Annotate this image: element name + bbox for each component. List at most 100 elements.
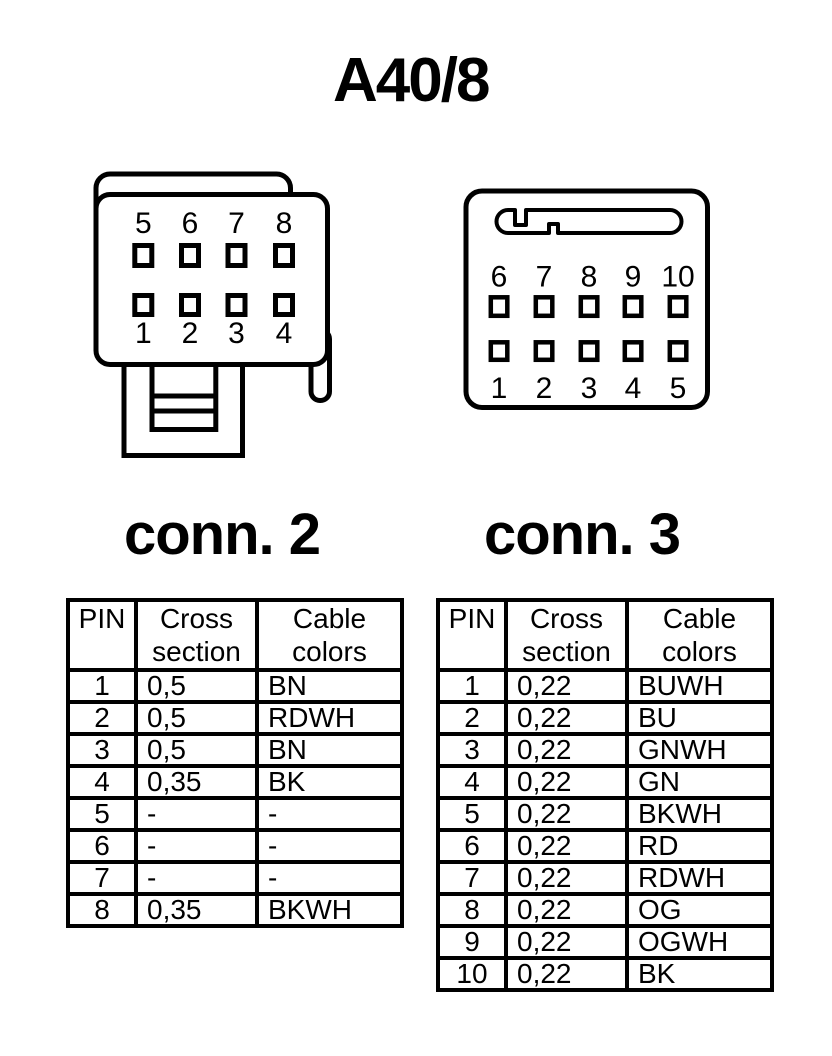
cross-section-cell: 0,22	[504, 796, 629, 832]
pin-square	[533, 295, 555, 319]
connector-3-label: conn. 3	[483, 502, 681, 567]
pin-number: 4	[276, 317, 293, 350]
table-row: 9 0,22 OGWH	[436, 924, 774, 960]
conn3-pinout-table: PIN Cross section Cable colors 1 0,22 BU…	[436, 598, 774, 992]
pin-cell: 2	[436, 700, 508, 736]
table-header-row: PIN Cross section Cable colors	[436, 598, 774, 672]
table-row: 1 0,22 BUWH	[436, 668, 774, 704]
column-header-cross-section: Cross section	[504, 598, 629, 672]
pin-square	[225, 243, 248, 268]
cable-color-cell: BUWH	[625, 668, 774, 704]
column-header-cable-colors: Cable colors	[255, 598, 404, 672]
pin-cell: 4	[66, 764, 138, 800]
cable-color-cell: -	[255, 828, 404, 864]
pin-square	[132, 293, 155, 317]
cable-color-cell: BKWH	[255, 892, 404, 928]
pin-number: 8	[581, 261, 598, 294]
pin-square	[578, 340, 600, 363]
pin-number: 4	[625, 372, 642, 405]
pin-square	[273, 293, 295, 317]
pin-number: 2	[536, 372, 553, 405]
table-row: 4 0,22 GN	[436, 764, 774, 800]
pin-number: 5	[670, 372, 687, 405]
pin-square	[667, 340, 689, 363]
pin-square	[488, 295, 510, 319]
cross-section-cell: 0,35	[134, 892, 259, 928]
cross-section-cell: 0,5	[134, 668, 259, 704]
pin-square	[179, 243, 201, 268]
table-row: 7 0,22 RDWH	[436, 860, 774, 896]
cross-section-cell: 0,22	[504, 956, 629, 992]
pin-cell: 5	[66, 796, 138, 832]
pin-cell: 2	[66, 700, 138, 736]
pin-number: 10	[661, 261, 694, 294]
cross-section-cell: 0,22	[504, 924, 629, 960]
pin-cell: 8	[66, 892, 138, 928]
column-header-cross-section: Cross section	[134, 598, 259, 672]
column-header-pin: PIN	[66, 598, 138, 672]
table-row: 10 0,22 BK	[436, 956, 774, 992]
cable-color-cell: BK	[255, 764, 404, 800]
pin-number: 9	[625, 261, 642, 294]
pin-cell: 3	[436, 732, 508, 768]
cross-section-cell: 0,22	[504, 700, 629, 736]
pin-square	[622, 340, 644, 363]
pin-number: 7	[228, 207, 245, 240]
keyway-slot	[494, 208, 684, 235]
table-row: 2 0,22 BU	[436, 700, 774, 736]
cable-color-cell: -	[255, 860, 404, 896]
pin-square	[533, 340, 555, 363]
pin-number: 3	[581, 372, 598, 405]
pin-square	[622, 295, 644, 319]
cable-color-cell: BN	[255, 668, 404, 704]
pin-square	[132, 243, 155, 268]
connector-2-label: conn. 2	[123, 502, 321, 567]
pin-number: 6	[491, 261, 508, 294]
pin-cell: 10	[436, 956, 508, 992]
table-row: 2 0,5 RDWH	[66, 700, 404, 736]
cable-color-cell: OG	[625, 892, 774, 928]
cross-section-cell: 0,22	[504, 828, 629, 864]
cross-section-cell: 0,22	[504, 860, 629, 896]
cross-section-cell: 0,5	[134, 700, 259, 736]
table-header-row: PIN Cross section Cable colors	[66, 598, 404, 672]
table-row: 1 0,5 BN	[66, 668, 404, 704]
pin-cell: 7	[436, 860, 508, 896]
pin-number: 5	[135, 207, 152, 240]
pin-cell: 7	[66, 860, 138, 896]
cross-section-cell: 0,22	[504, 764, 629, 800]
pin-square	[179, 293, 201, 317]
pin-cell: 6	[66, 828, 138, 864]
pin-number: 1	[135, 317, 152, 350]
cable-color-cell: GN	[625, 764, 774, 800]
cross-section-cell: -	[134, 860, 259, 896]
cable-color-cell: GNWH	[625, 732, 774, 768]
pin-square	[273, 243, 295, 268]
pin-cell: 1	[66, 668, 138, 704]
cable-color-cell: -	[255, 796, 404, 832]
pin-number: 1	[491, 372, 508, 405]
cross-section-cell: -	[134, 828, 259, 864]
cable-color-cell: OGWH	[625, 924, 774, 960]
pin-number: 2	[182, 317, 199, 350]
table-row: 8 0,22 OG	[436, 892, 774, 928]
pin-cell: 4	[436, 764, 508, 800]
pin-cell: 1	[436, 668, 508, 704]
column-header-pin: PIN	[436, 598, 508, 672]
pin-square	[667, 295, 689, 319]
pin-square	[225, 293, 248, 317]
table-row: 6 - -	[66, 828, 404, 864]
page-title: A40/8	[333, 46, 490, 115]
pin-cell: 5	[436, 796, 508, 832]
cable-color-cell: RDWH	[625, 860, 774, 896]
connector-2-diagram: 5 6 7 8 1 2 3 4	[93, 171, 332, 458]
cable-color-cell: BK	[625, 956, 774, 992]
cable-color-cell: BN	[255, 732, 404, 768]
table-row: 4 0,35 BK	[66, 764, 404, 800]
cross-section-cell: 0,22	[504, 892, 629, 928]
connector-2-housing	[93, 192, 330, 367]
cross-section-cell: 0,22	[504, 732, 629, 768]
cable-color-cell: RDWH	[255, 700, 404, 736]
table-row: 5 - -	[66, 796, 404, 832]
